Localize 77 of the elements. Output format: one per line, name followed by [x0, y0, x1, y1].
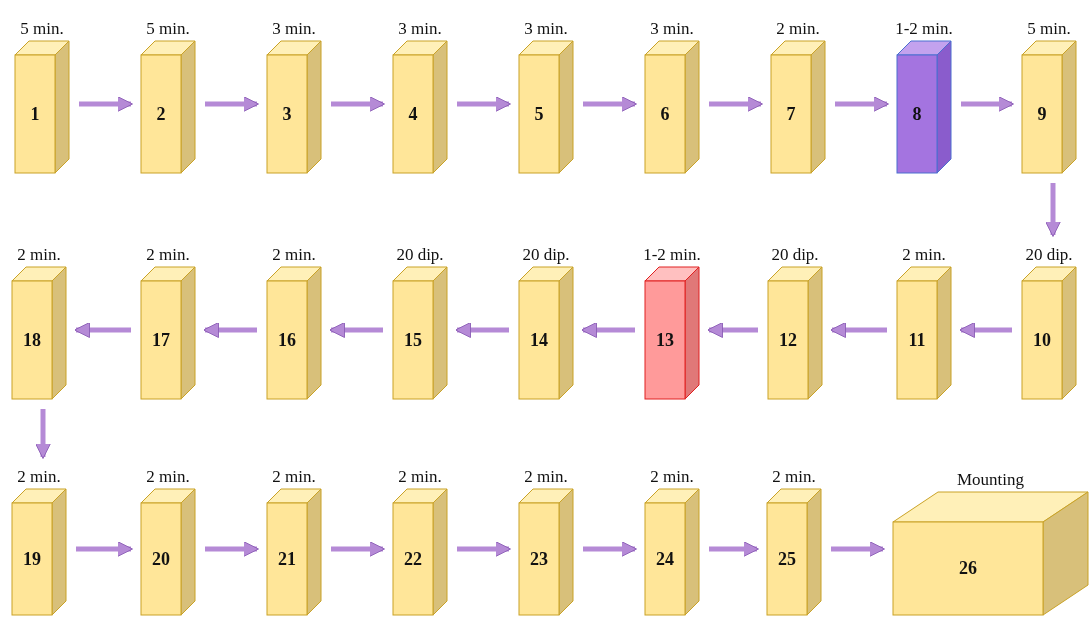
arrow — [205, 541, 259, 557]
arrow — [203, 322, 257, 338]
step-number: 5 — [534, 103, 544, 125]
duration-label: 2 min. — [524, 467, 568, 487]
duration-label: 3 min. — [398, 19, 442, 39]
step-number: 16 — [278, 329, 296, 351]
arrow — [583, 96, 637, 112]
duration-label: 2 min. — [17, 467, 61, 487]
step-number: 2 — [156, 103, 166, 125]
duration-label: 2 min. — [398, 467, 442, 487]
step-number: 12 — [779, 329, 797, 351]
duration-label: 2 min. — [772, 467, 816, 487]
duration-label: 2 min. — [650, 467, 694, 487]
arrow — [457, 541, 511, 557]
duration-label: 2 min. — [146, 245, 190, 265]
step-number: 11 — [908, 329, 926, 351]
duration-label: 5 min. — [1027, 19, 1071, 39]
step-number: 23 — [530, 548, 548, 570]
arrow — [331, 96, 385, 112]
step-number: 7 — [786, 103, 796, 125]
duration-label: Mounting — [956, 470, 1025, 490]
arrow — [1045, 183, 1061, 237]
duration-label: 20 dip. — [1025, 245, 1073, 265]
arrow — [76, 541, 133, 557]
step-number: 20 — [152, 548, 170, 570]
arrow — [205, 96, 259, 112]
step-number: 6 — [660, 103, 670, 125]
arrow — [709, 96, 763, 112]
arrow — [74, 322, 131, 338]
arrow — [331, 541, 385, 557]
step-number: 3 — [282, 103, 292, 125]
step-number: 9 — [1037, 103, 1047, 125]
step-number: 8 — [912, 103, 922, 125]
step-number: 10 — [1033, 329, 1051, 351]
arrow — [709, 541, 759, 557]
step-number: 21 — [278, 548, 296, 570]
arrow — [959, 322, 1012, 338]
arrow — [583, 541, 637, 557]
duration-label: 5 min. — [20, 19, 64, 39]
duration-label: 2 min. — [776, 19, 820, 39]
step-number: 17 — [152, 329, 170, 351]
step-number: 13 — [656, 329, 674, 351]
duration-label: 2 min. — [17, 245, 61, 265]
duration-label: 2 min. — [272, 467, 316, 487]
duration-label: 1-2 min. — [643, 245, 701, 265]
duration-label: 3 min. — [272, 19, 316, 39]
arrow — [457, 96, 511, 112]
step-number: 25 — [778, 548, 796, 570]
arrow — [830, 322, 887, 338]
arrow — [35, 409, 51, 459]
arrow — [707, 322, 758, 338]
duration-label: 20 dip. — [771, 245, 819, 265]
step-number: 18 — [23, 329, 41, 351]
step-number: 4 — [408, 103, 418, 125]
step-number: 26 — [959, 558, 977, 579]
duration-label: 2 min. — [902, 245, 946, 265]
duration-label: 2 min. — [272, 245, 316, 265]
duration-label: 3 min. — [650, 19, 694, 39]
arrow — [831, 541, 885, 557]
arrow — [961, 96, 1014, 112]
duration-label: 20 dip. — [396, 245, 444, 265]
duration-label: 3 min. — [524, 19, 568, 39]
arrow — [835, 96, 889, 112]
step-number: 1 — [30, 103, 40, 125]
arrow — [329, 322, 383, 338]
step-number: 14 — [530, 329, 548, 351]
duration-label: 1-2 min. — [895, 19, 953, 39]
step-number: 22 — [404, 548, 422, 570]
step-number: 15 — [404, 329, 422, 351]
step-number: 19 — [23, 548, 41, 570]
step-number: 24 — [656, 548, 674, 570]
duration-label: 20 dip. — [522, 245, 570, 265]
duration-label: 5 min. — [146, 19, 190, 39]
arrow — [455, 322, 509, 338]
arrow — [79, 96, 133, 112]
duration-label: 2 min. — [146, 467, 190, 487]
arrow — [581, 322, 635, 338]
